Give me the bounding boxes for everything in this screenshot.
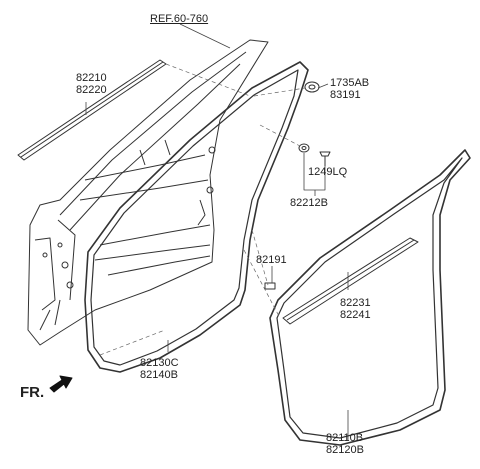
part-number: 1735AB (330, 77, 370, 89)
plug-label: 82191 (256, 254, 287, 266)
inner-molding-label: 82231 82241 (340, 297, 371, 321)
part-number: 82241 (340, 309, 371, 321)
retainer-label: 82212B (290, 197, 328, 209)
door-panel (27, 39, 269, 346)
part-number: 82231 (340, 297, 371, 309)
part-number: 82130C (140, 357, 179, 369)
front-direction-label: FR. (20, 384, 45, 401)
ref-label: REF.60-760 (150, 13, 209, 25)
part-number: 82140B (140, 369, 178, 381)
body-side-seal (269, 149, 471, 446)
inner-molding (282, 237, 419, 325)
retainer (298, 143, 310, 153)
front-arrow-icon (49, 375, 73, 393)
door-side-seal-label: 82130C 82140B (140, 357, 179, 381)
leader-lines (85, 23, 349, 440)
alignment-lines (99, 63, 306, 356)
part-number: 82120B (326, 444, 364, 456)
part-number: 82220 (76, 84, 107, 96)
clip-fastener-label: 1735AB 83191 (330, 77, 369, 101)
part-number: 82110B (326, 432, 364, 444)
part-number: 83191 (330, 89, 361, 101)
clip-fastener (304, 81, 320, 93)
screw-bolt (319, 151, 331, 166)
screw-bolt-label: 1249LQ (308, 166, 348, 178)
body-side-seal-label: 82110B 82120B (326, 432, 364, 456)
plug (264, 282, 276, 290)
beltline-molding-label: 82210 82220 (76, 72, 107, 96)
part-number: 82210 (76, 72, 107, 84)
door-side-seal (84, 61, 309, 373)
